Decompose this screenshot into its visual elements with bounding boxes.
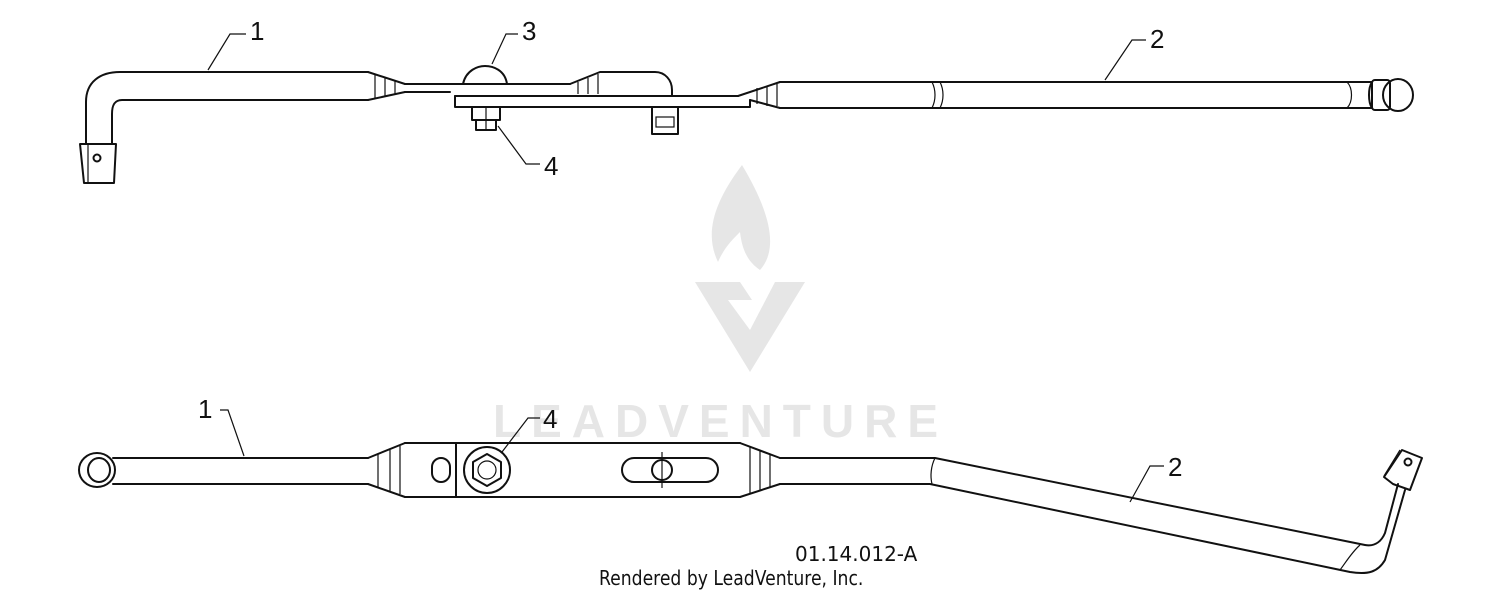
callout-1-bottom: 1 [198,394,212,424]
part-2-tab-end-bottom [1383,449,1423,491]
callouts-top: 1 3 2 4 [207,16,1164,181]
callout-1-top: 1 [250,16,264,46]
flat-plate-top [404,83,571,93]
part-1-bushing-end-bottom [78,452,116,488]
part-2-rod-bottom [779,457,1399,547]
callout-2-top: 2 [1150,24,1164,54]
bottom-view-assembly [78,442,1423,575]
part-4-nut-bottom [463,446,511,494]
callout-2-bottom: 2 [1168,452,1182,482]
adjustment-slot-bottom [621,452,719,488]
callout-4-bottom: 4 [543,404,557,434]
slot-bracket-top [651,106,679,135]
part-1-tab-end [79,143,117,184]
part-1-rod-top [85,71,369,145]
part-3-carriage-bolt-head [462,65,508,85]
watermark-text: LEADVENTURE [493,395,948,447]
callout-4-top: 4 [544,151,558,181]
callouts-bottom: 1 4 2 [198,394,1182,503]
top-view-assembly [79,65,1414,184]
leadventure-watermark-logo [695,165,805,372]
part-1-rod-bottom [112,457,369,485]
diagram-part-code: 01.14.012-A [795,542,918,566]
part-4-nut-top [471,106,501,131]
callout-3-top: 3 [522,16,536,46]
part-2-bushing-end-top [1368,78,1414,112]
render-credit: Rendered by LeadVenture, Inc. [599,566,864,590]
part-2-rod-top [779,81,1373,109]
flat-plate-bottom [404,442,741,498]
